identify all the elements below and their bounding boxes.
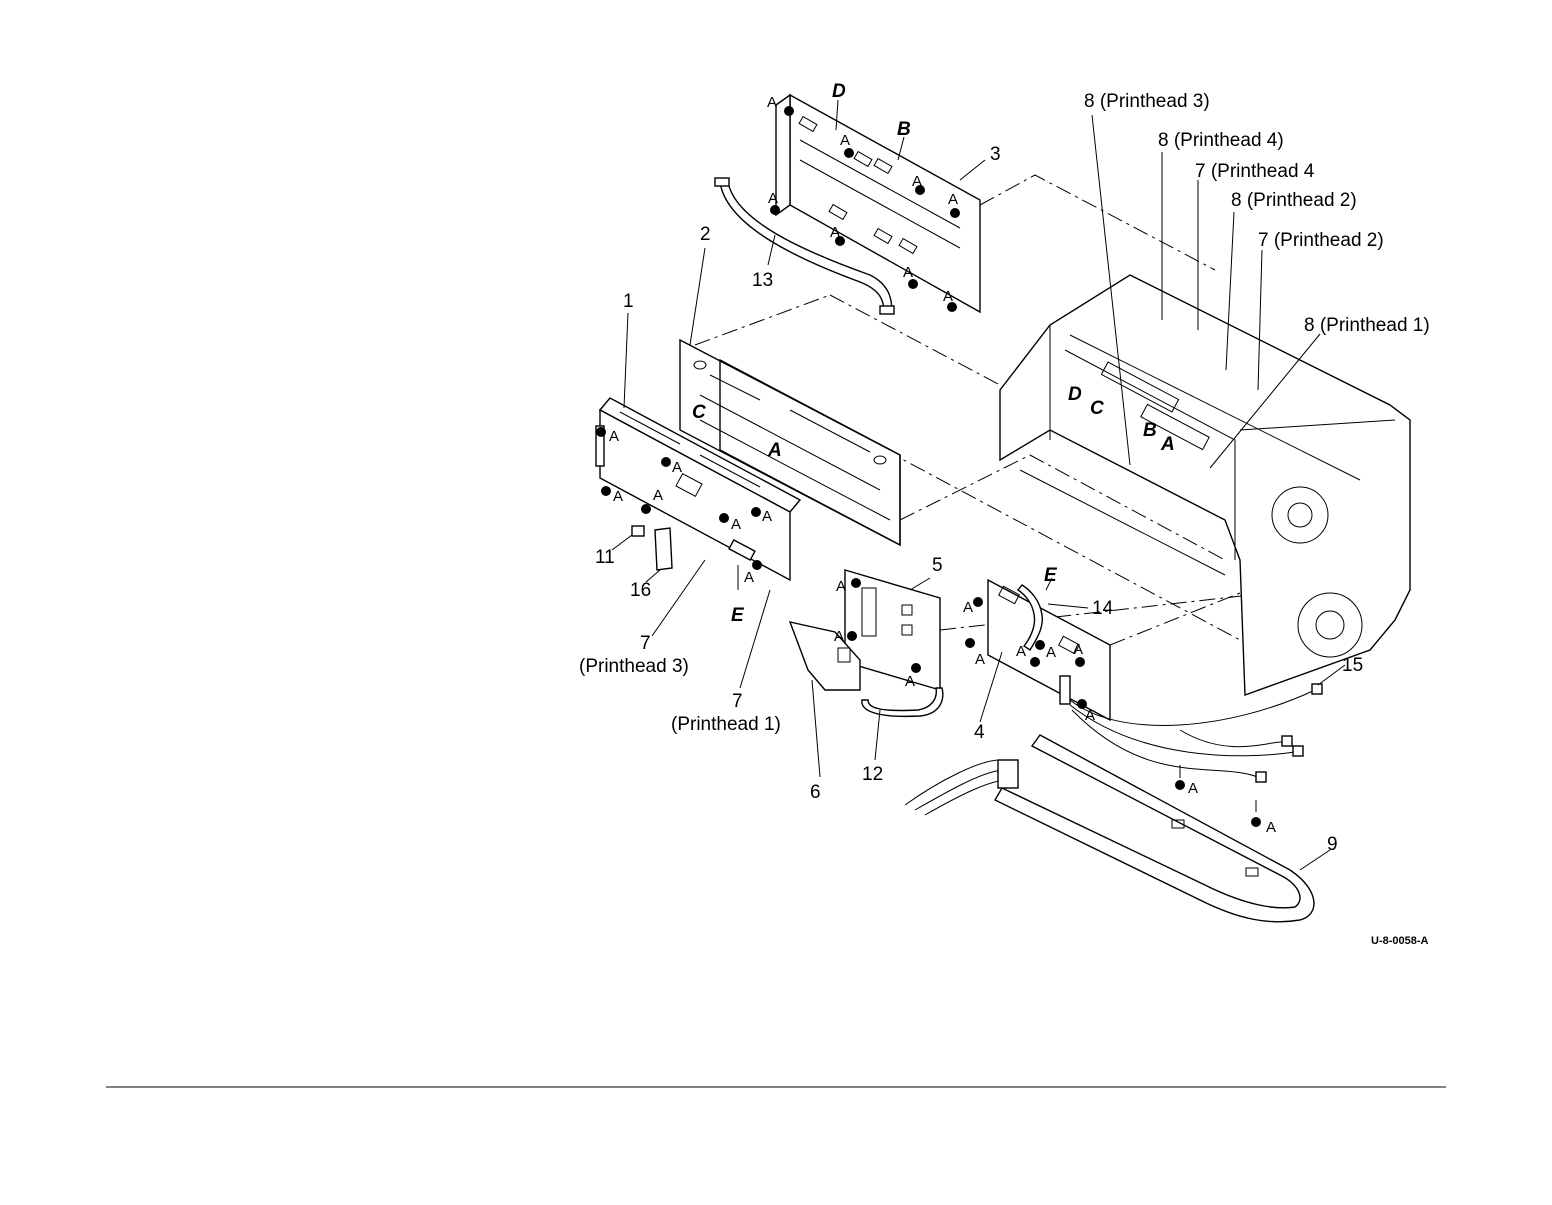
- screw-dot: [851, 578, 861, 588]
- screw-dot: [601, 486, 611, 496]
- screw-dot: [847, 631, 857, 641]
- screw-label: A: [744, 569, 754, 586]
- screw-dot: [784, 106, 794, 116]
- screw-label: A: [1016, 643, 1026, 660]
- screw-dot: [1075, 657, 1085, 667]
- screw-dot: [1251, 817, 1261, 827]
- screw-label: A: [613, 488, 623, 505]
- callout-7-printhead-3-text: (Printhead 3): [579, 656, 689, 677]
- callout-12: 12: [862, 764, 883, 785]
- screw-label: A: [840, 132, 850, 149]
- callout-7-printhead-2: 7 (Printhead 2): [1258, 230, 1384, 251]
- screw-dot: [1030, 657, 1040, 667]
- screw-label: A: [767, 94, 777, 111]
- screw-label: A: [943, 288, 953, 305]
- screw-dot: [973, 597, 983, 607]
- callout-2: 2: [700, 224, 711, 245]
- screw-label: A: [834, 628, 844, 645]
- screw-label: A: [762, 508, 772, 525]
- callout-7-printhead-1-text: (Printhead 1): [671, 714, 781, 735]
- callout-3: 3: [990, 144, 1001, 165]
- screw-label: A: [1073, 641, 1083, 658]
- callout-16: 16: [630, 580, 651, 601]
- screw-dot: [1035, 640, 1045, 650]
- screw-label: A: [731, 516, 741, 533]
- part-12-cable: [862, 688, 943, 716]
- callout-8-printhead-2: 8 (Printhead 2): [1231, 190, 1357, 211]
- callout-13: 13: [752, 270, 773, 291]
- connector-label-e-left: E: [731, 605, 745, 626]
- screw-label: A: [1046, 644, 1056, 661]
- screw-label: A: [609, 428, 619, 445]
- screw-label: A: [975, 651, 985, 668]
- screw-label: A: [903, 264, 913, 281]
- callout-8-printhead-3: 8 (Printhead 3): [1084, 91, 1210, 112]
- callout-8-printhead-1: 8 (Printhead 1): [1304, 315, 1430, 336]
- callout-7-printhead-1-number: 7: [732, 691, 743, 712]
- screw-label: A: [1085, 707, 1095, 724]
- screw-label: A: [830, 224, 840, 241]
- callout-5: 5: [932, 555, 943, 576]
- callout-4: 4: [974, 722, 985, 743]
- part-16-cover: [655, 528, 672, 570]
- callout-14: 14: [1092, 598, 1114, 619]
- connector-label-d-top: D: [832, 81, 846, 102]
- screw-label: A: [653, 487, 663, 504]
- connector-label-c-left: C: [692, 402, 706, 423]
- connector-label-c-right: C: [1090, 398, 1104, 419]
- callout-9: 9: [1327, 834, 1338, 855]
- screw-label: A: [948, 191, 958, 208]
- screw-dot: [661, 457, 671, 467]
- screw-dot: [844, 148, 854, 158]
- figure-code: U-8-0058-A: [1371, 935, 1429, 947]
- callout-6: 6: [810, 782, 821, 803]
- screw-dot: [641, 504, 651, 514]
- screw-dot: [719, 513, 729, 523]
- screw-label: A: [963, 599, 973, 616]
- connector-label-b-right: B: [1143, 420, 1157, 441]
- screw-label: A: [836, 578, 846, 595]
- screw-label: A: [768, 190, 778, 207]
- screw-label: A: [912, 173, 922, 190]
- connector-label-b-top: B: [897, 119, 911, 140]
- screw-label: A: [672, 459, 682, 476]
- callout-7-printhead-4: 7 (Printhead 4: [1195, 161, 1315, 182]
- callout-11: 11: [595, 547, 615, 568]
- screw-label: A: [1266, 819, 1276, 836]
- connector-label-a-left: A: [767, 440, 782, 461]
- callout-1: 1: [623, 291, 634, 312]
- part-11-clip: [632, 526, 644, 536]
- connector-label-d-right: D: [1068, 384, 1082, 405]
- connector-label-e-right: E: [1044, 565, 1058, 586]
- callout-15: 15: [1342, 655, 1363, 676]
- screw-label: A: [1188, 780, 1198, 797]
- callout-7-printhead-3-number: 7: [640, 633, 651, 654]
- small-parts: [632, 526, 672, 570]
- screw-label: A: [905, 673, 915, 690]
- screw-dot: [596, 427, 606, 437]
- screw-dot: [911, 663, 921, 673]
- screw-dot: [751, 507, 761, 517]
- screw-dot: [950, 208, 960, 218]
- callout-8-printhead-4: 8 (Printhead 4): [1158, 130, 1284, 151]
- part-9-tube: [905, 735, 1314, 922]
- screw-dot: [965, 638, 975, 648]
- screw-dot: [1175, 780, 1185, 790]
- connector-label-a-right: A: [1160, 434, 1175, 455]
